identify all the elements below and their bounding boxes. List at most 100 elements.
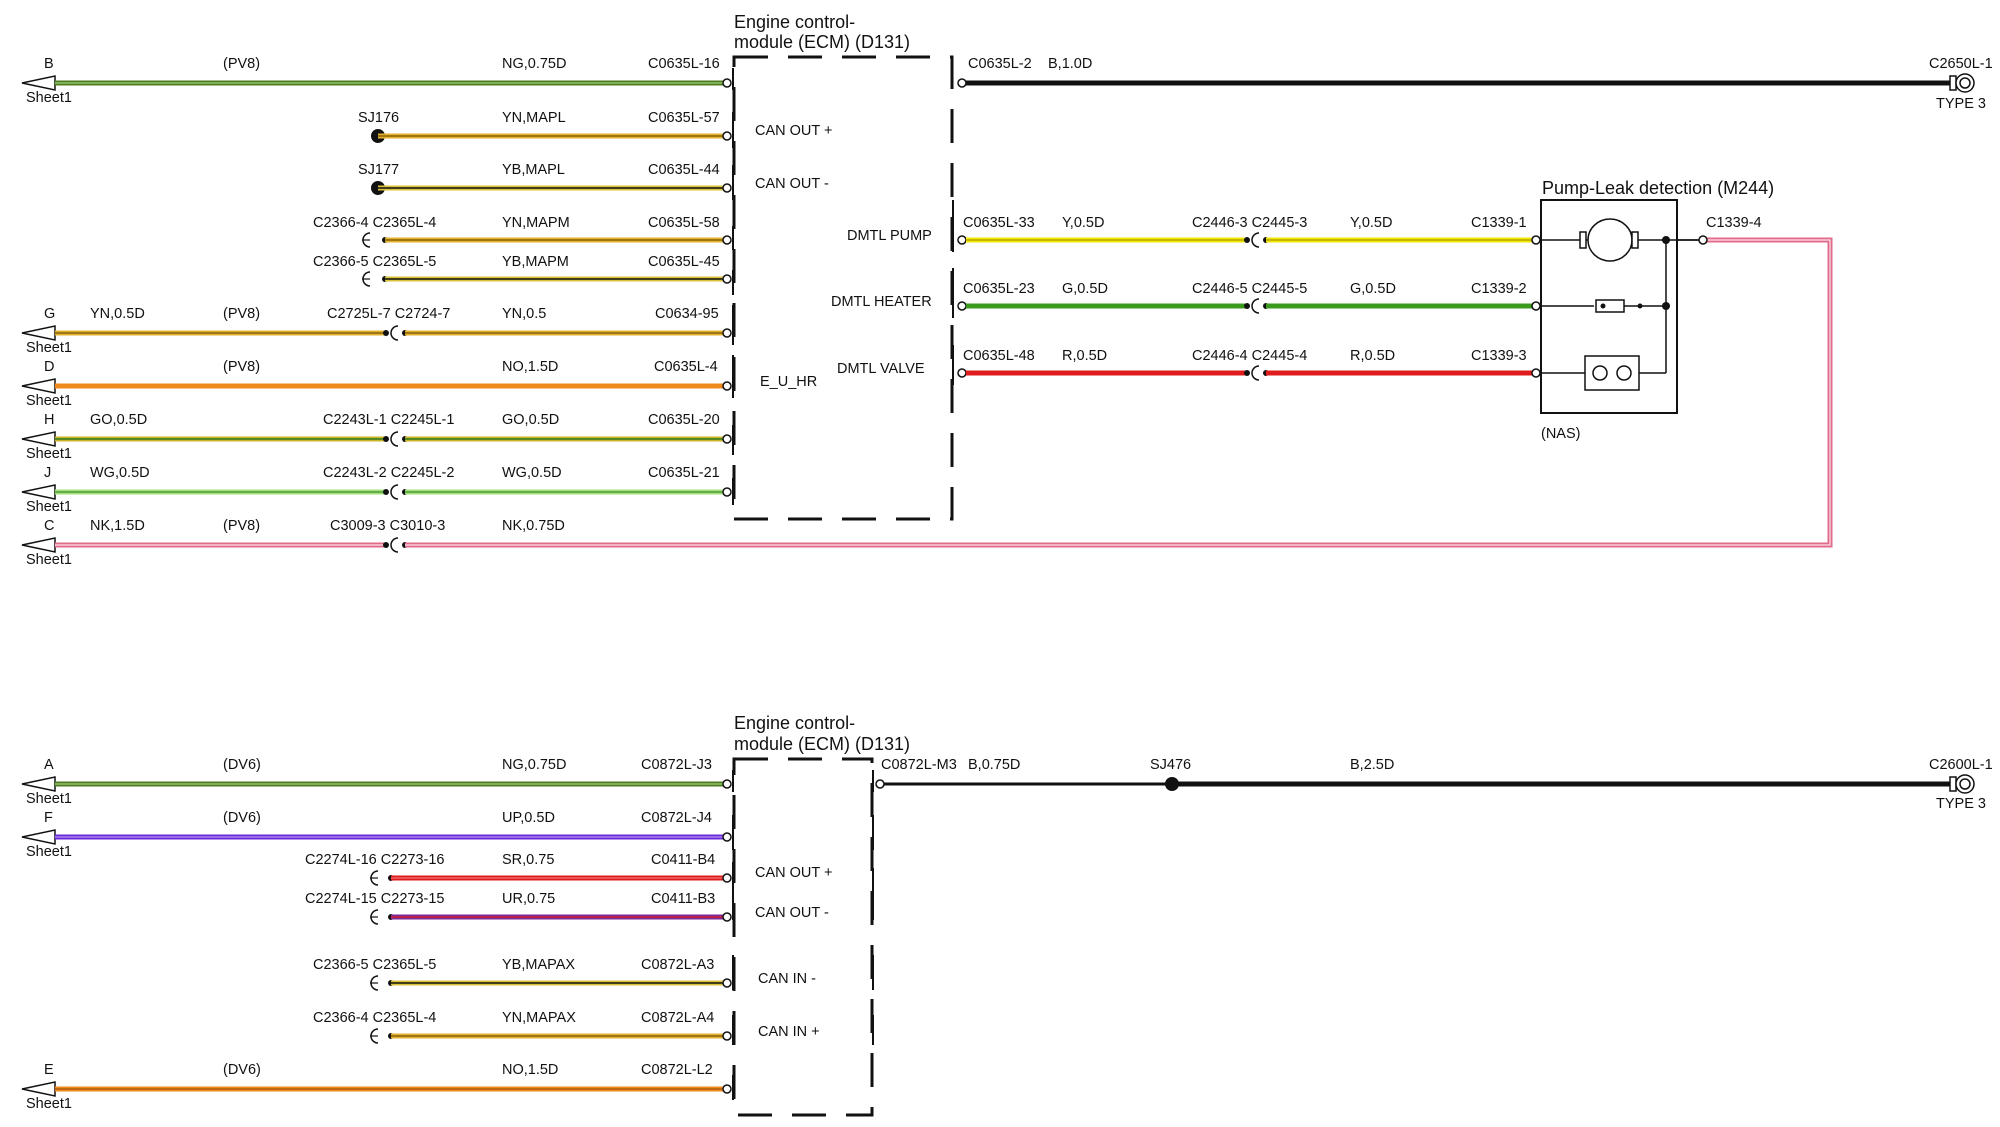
wire-row-D[interactable] [21,378,732,394]
ecm-pin-label: C0872L-J4 [641,810,712,826]
ecm2-pin-can-in-plus: CAN IN + [758,1024,820,1040]
ecm-pin-label: C0635L-48 [963,348,1035,364]
connector-label: C2274L-16 C2273-16 [305,852,444,868]
splice-label: SJ176 [358,110,399,126]
sheet-label: Sheet1 [26,499,72,515]
connector-label: C2274L-15 C2273-15 [305,891,444,907]
pump-junction-dot [1662,236,1670,244]
wire-spec: SR,0.75 [502,852,554,868]
wire-row-c2366-4-bottom[interactable] [370,1028,732,1044]
sheet-label: Sheet1 [26,446,72,462]
wire-spec: R,0.5D [1350,348,1395,364]
ecm1-pin-dmtl-valve: DMTL VALVE [837,361,925,377]
wire-row-H[interactable] [21,431,732,447]
wire-row-B[interactable] [21,75,732,91]
ecm2-title-line2: module (ECM) (D131) [734,734,910,754]
ecm2-pin-can-in-minus: CAN IN - [758,971,816,987]
sheet-label: Sheet1 [26,340,72,356]
wire-row-F[interactable] [21,829,732,845]
wire-row-c2366-5-bottom[interactable] [370,975,732,991]
ecm-pin-label: C0635L-21 [648,465,720,481]
ecm-pin-label: C0635L-23 [963,281,1035,297]
pump-out-terminal[interactable] [1698,235,1708,245]
connector-label: C2446-3 C2445-3 [1192,215,1307,231]
wire-spec: YN,0.5 [502,306,546,322]
wire-id-D: D [44,359,54,375]
option-label: (DV6) [223,1062,261,1078]
connector-label: C2243L-2 C2245L-2 [323,465,454,481]
wire-row-c2274l-15[interactable] [370,909,732,925]
ecm-pin-label: C0635L-58 [648,215,720,231]
ecm-pin-label: C0635L-44 [648,162,720,178]
ecm1-pin-can-out-minus: CAN OUT - [755,176,829,192]
wire-row-A[interactable] [21,776,732,792]
pump-pin-label: C1339-4 [1706,215,1762,231]
wire-id-B: B [44,56,54,72]
ecm-pin-label: C0635L-16 [648,56,720,72]
ecm1-title-line2: module (ECM) (D131) [734,32,910,52]
sheet-label: Sheet1 [26,791,72,807]
sheet-label: Sheet1 [26,90,72,106]
pump-junction-dot [1662,302,1670,310]
wire-dmtl-pump[interactable] [957,232,1541,248]
connector-label: C2446-5 C2445-5 [1192,281,1307,297]
wire-dmtl-valve[interactable] [957,365,1541,381]
wire-dmtl-heater[interactable] [957,298,1541,314]
wire-spec: G,0.5D [1350,281,1396,297]
wire-row-c2274l-16[interactable] [370,870,732,886]
pump-pin-label: C1339-1 [1471,215,1527,231]
ecm-pin-label: C0411-B4 [651,852,715,868]
ecm1-left-pin-bars [732,68,954,505]
wire-code: YN,0.5D [90,306,145,322]
option-label: (DV6) [223,757,261,773]
wire-spec: B,0.75D [968,757,1020,773]
wire-spec: NO,1.5D [502,1062,558,1078]
option-label: (PV8) [223,56,260,72]
wire-row-c2366-5[interactable] [362,271,732,287]
wire-id-J: J [44,465,51,481]
ecm-pin-label: C0634-95 [655,306,719,322]
ecm-pin-label: C0635L-57 [648,110,720,126]
wire-row-sj176[interactable] [371,129,732,143]
wire-spec: B,2.5D [1350,757,1394,773]
ecm1-pin-can-out-plus: CAN OUT + [755,123,832,139]
wire-spec: NG,0.75D [502,56,566,72]
pump-title: Pump-Leak detection (M244) [1542,178,1774,198]
wire-ground-top[interactable] [957,73,1975,93]
connector-label: C2366-5 C2365L-5 [313,957,436,973]
ecm-pin-label: C0411-B3 [651,891,715,907]
wire-row-c2366-4[interactable] [362,232,732,248]
ground-pin-label: C2650L-1 [1929,56,1993,72]
wire-row-C[interactable] [21,237,1833,553]
wire-spec: G,0.5D [1062,281,1108,297]
wire-row-G[interactable] [21,325,732,341]
ecm2-pin-can-out-plus: CAN OUT + [755,865,832,881]
wire-spec: YB,MAPM [502,254,569,270]
wire-id-C: C [44,518,54,534]
wire-row-E[interactable] [21,1081,732,1097]
ecm1-pin-dmtl-pump: DMTL PUMP [847,228,932,244]
wire-spec: UR,0.75 [502,891,555,907]
ecm2-left-pin-bars [732,770,874,1100]
wire-spec: YB,MAPL [502,162,565,178]
wire-spec: YN,MAPAX [502,1010,576,1026]
wire-spec: NK,0.75D [502,518,565,534]
connector-label: C2243L-1 C2245L-1 [323,412,454,428]
wire-spec: YN,MAPL [502,110,566,126]
connector-label: C3009-3 C3010-3 [330,518,445,534]
wire-spec: NO,1.5D [502,359,558,375]
wire-spec: Y,0.5D [1350,215,1392,231]
ecm-pin-label: C0635L-45 [648,254,720,270]
wire-ground-bottom[interactable] [875,774,1975,794]
pump-pin-label: C1339-3 [1471,348,1527,364]
wire-spec: WG,0.5D [502,465,562,481]
wire-row-sj177[interactable] [371,181,732,195]
wire-row-J[interactable] [21,484,732,500]
wire-spec: UP,0.5D [502,810,555,826]
ecm-pin-label: C0872L-A4 [641,1010,714,1026]
connector-label: C2366-4 C2365L-4 [313,215,436,231]
wire-spec: YN,MAPM [502,215,570,231]
wire-id-A: A [44,757,54,773]
ecm2-box [732,757,874,1117]
